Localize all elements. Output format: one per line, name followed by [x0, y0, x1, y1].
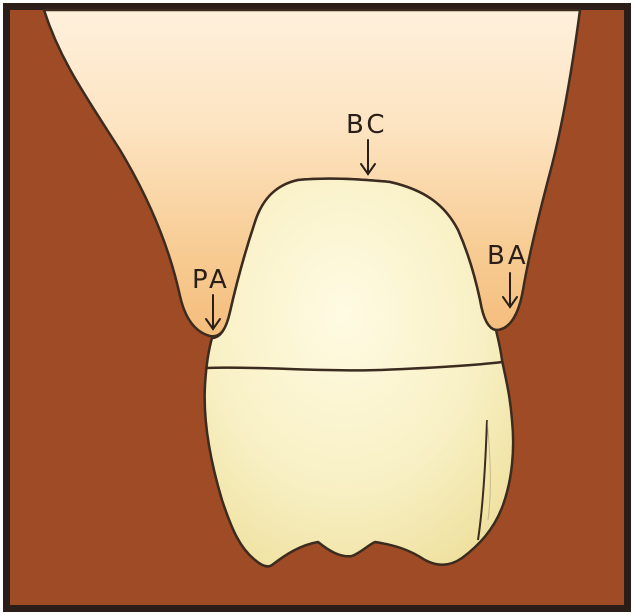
pa-label: PA — [192, 265, 230, 295]
ba-label: BA — [487, 241, 529, 271]
bc-label: BC — [346, 110, 388, 140]
